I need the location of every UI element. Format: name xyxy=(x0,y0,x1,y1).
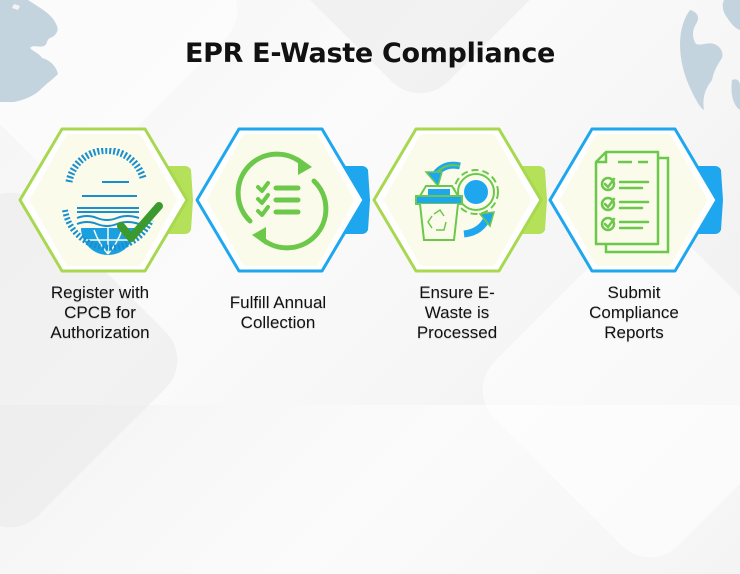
step-label-register: Register with CPCB for Authorization xyxy=(15,283,185,343)
step-submit-reports xyxy=(547,126,723,274)
recycle-bin-gear-icon xyxy=(415,161,499,241)
step-ensure-processed xyxy=(371,126,547,274)
label-line: Authorization xyxy=(50,323,150,342)
label-line: Register with xyxy=(50,283,150,302)
checklist-cycle-icon xyxy=(235,151,329,251)
label-line: Ensure E- xyxy=(419,283,495,302)
globe-americas-icon xyxy=(0,0,58,102)
label-line: Collection xyxy=(240,313,316,332)
compliance-report-icon xyxy=(594,150,670,254)
page-title: EPR E-Waste Compliance xyxy=(184,38,556,69)
label-line: CPCB for xyxy=(64,303,136,322)
label-line: Submit xyxy=(607,283,661,302)
step-label-submit: Submit Compliance Reports xyxy=(549,283,719,343)
step-fulfill-collection xyxy=(194,126,370,274)
step-label-fulfill: Fulfill Annual Collection xyxy=(193,293,363,333)
label-line: Compliance xyxy=(589,303,679,322)
cpcb-logo-check-icon xyxy=(62,148,163,255)
globe-africa-europe-icon xyxy=(680,0,740,110)
label-line: Fulfill Annual xyxy=(229,293,327,312)
label-line: Processed xyxy=(416,323,498,342)
label-line: Reports xyxy=(604,323,664,342)
step-register-cpcb xyxy=(17,126,193,274)
label-line: Waste is xyxy=(424,303,490,322)
step-label-ensure: Ensure E- Waste is Processed xyxy=(372,283,542,343)
